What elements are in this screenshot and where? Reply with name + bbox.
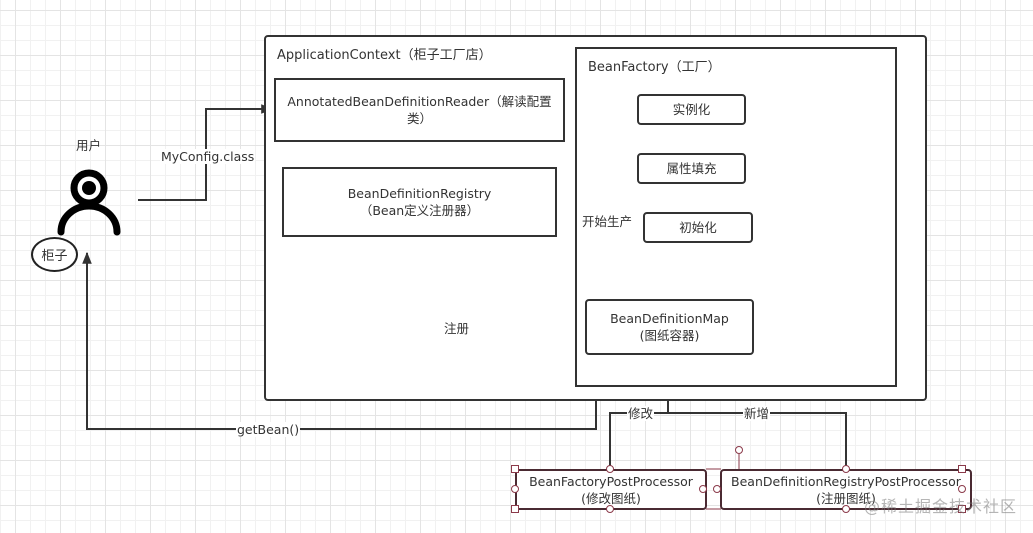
connection-point[interactable] bbox=[606, 465, 614, 473]
registry-line2: （Bean定义注册器） bbox=[359, 203, 480, 218]
edge-label-get-bean: getBean() bbox=[236, 422, 301, 437]
definition-map-line1: BeanDefinitionMap bbox=[610, 311, 729, 326]
connection-point[interactable] bbox=[842, 505, 850, 513]
connection-point[interactable] bbox=[958, 485, 966, 493]
bean-definition-map-node[interactable]: BeanDefinitionMap (图纸容器) bbox=[585, 299, 754, 355]
registry-line1: BeanDefinitionRegistry bbox=[347, 186, 492, 201]
connection-point[interactable] bbox=[713, 485, 721, 493]
application-context-title: ApplicationContext（柜子工厂店） bbox=[277, 48, 492, 63]
bean-factory-post-processor-node[interactable]: BeanFactoryPostProcessor (修改图纸) bbox=[515, 469, 707, 510]
user-label: 用户 bbox=[76, 138, 102, 153]
instantiate-node[interactable]: 实例化 bbox=[637, 94, 746, 125]
annotated-bean-definition-reader-node[interactable]: AnnotatedBeanDefinitionReader（解读配置 类） bbox=[274, 78, 565, 142]
connection-point[interactable] bbox=[606, 505, 614, 513]
rotate-handle[interactable] bbox=[735, 446, 743, 454]
edge-label-modify: 修改 bbox=[627, 406, 655, 421]
factory-post-processor-line2: (修改图纸) bbox=[581, 490, 641, 506]
edge-label-myconfig: MyConfig.class bbox=[160, 149, 256, 164]
edge-get-bean bbox=[82, 251, 597, 430]
edge-add bbox=[668, 412, 847, 469]
connection-point[interactable] bbox=[699, 485, 707, 493]
populate-node[interactable]: 属性填充 bbox=[637, 153, 746, 184]
registry-post-processor-line1: BeanDefinitionRegistryPostProcessor bbox=[731, 473, 961, 489]
definition-map-line2: (图纸容器) bbox=[639, 328, 700, 343]
user-icon bbox=[57, 169, 121, 236]
initialize-label: 初始化 bbox=[679, 220, 717, 235]
connection-point[interactable] bbox=[842, 465, 850, 473]
resize-handle-top-left[interactable] bbox=[511, 465, 519, 473]
reader-line1: AnnotatedBeanDefinitionReader（解读配置 bbox=[287, 94, 552, 109]
instantiate-label: 实例化 bbox=[672, 102, 711, 117]
watermark: @稀土掘金技术社区 bbox=[863, 497, 1017, 516]
edge-label-register: 注册 bbox=[443, 321, 471, 336]
connection-point[interactable] bbox=[511, 485, 519, 493]
factory-post-processor-line1: BeanFactoryPostProcessor bbox=[529, 473, 693, 489]
bean-factory-title: BeanFactory（工厂） bbox=[588, 60, 721, 75]
initialize-node[interactable]: 初始化 bbox=[643, 212, 753, 243]
resize-handle-bottom-left[interactable] bbox=[511, 505, 519, 513]
reader-line2: 类） bbox=[406, 111, 432, 126]
bean-definition-registry-node[interactable]: BeanDefinitionRegistry （Bean定义注册器） bbox=[282, 167, 557, 237]
registry-post-processor-line2: (注册图纸) bbox=[816, 490, 876, 506]
edge-label-add: 新增 bbox=[743, 406, 771, 421]
resize-handle-bottom-right[interactable] bbox=[958, 505, 966, 513]
user-tag-label: 柜子 bbox=[41, 249, 68, 264]
populate-label: 属性填充 bbox=[666, 161, 717, 176]
edge-label-start-production: 开始生产 bbox=[581, 214, 634, 229]
resize-handle-top-right[interactable] bbox=[958, 465, 966, 473]
user-tag-ellipse[interactable]: 柜子 bbox=[31, 237, 78, 272]
